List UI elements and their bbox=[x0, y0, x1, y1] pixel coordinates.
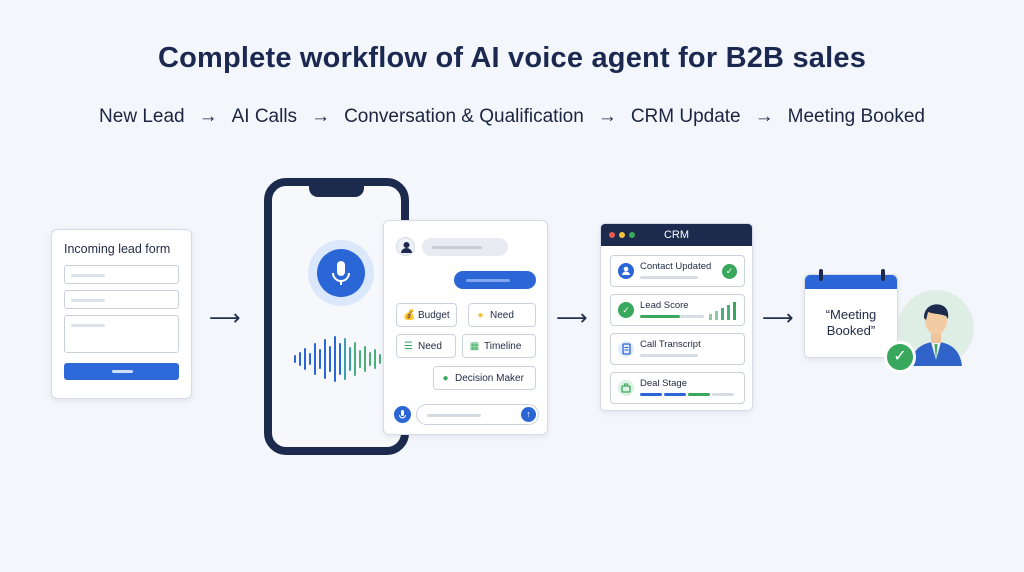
lightbulb-icon: ● bbox=[477, 309, 484, 321]
microphone-icon[interactable] bbox=[317, 249, 365, 297]
calendar-ring-icon bbox=[881, 269, 885, 281]
lead-form-card: Incoming lead form bbox=[51, 229, 192, 399]
crm-panel: CRM Contact Updated ✓ ✓ Lead Score Call … bbox=[600, 223, 753, 411]
document-icon bbox=[618, 341, 634, 357]
step-crm-update: CRM Update bbox=[630, 106, 741, 127]
calendar-header bbox=[805, 275, 897, 289]
step-arrow-icon: → bbox=[198, 106, 218, 127]
chip-budget[interactable]: 💰 Budget bbox=[396, 303, 457, 327]
step-arrow-icon: → bbox=[754, 106, 774, 127]
crm-item-call-transcript[interactable]: Call Transcript bbox=[610, 333, 745, 365]
form-textarea[interactable] bbox=[64, 315, 179, 353]
step-arrow-icon: → bbox=[597, 106, 617, 127]
chat-panel: 💰 Budget ● Need ☰ Need ▦ Timeline ● Deci… bbox=[383, 220, 548, 435]
workflow-steps: New Lead → AI Calls → Conversation & Qua… bbox=[0, 106, 1024, 128]
page-title: Complete workflow of AI voice agent for … bbox=[157, 42, 867, 74]
crm-item-lead-score[interactable]: ✓ Lead Score bbox=[610, 294, 745, 326]
person-icon: ● bbox=[442, 372, 449, 384]
calendar-icon: ▦ bbox=[469, 340, 480, 352]
crm-item-contact-updated[interactable]: Contact Updated ✓ bbox=[610, 255, 745, 287]
maximize-dot-icon bbox=[629, 232, 635, 238]
phone-notch bbox=[309, 184, 364, 197]
chip-decision-maker[interactable]: ● Decision Maker bbox=[433, 366, 536, 390]
arrow-icon: ⟶ bbox=[762, 305, 794, 330]
chat-input[interactable]: ↑ bbox=[416, 404, 539, 425]
crm-item-deal-stage[interactable]: Deal Stage bbox=[610, 372, 745, 404]
close-dot-icon bbox=[609, 232, 615, 238]
arrow-icon: ⟶ bbox=[209, 305, 241, 330]
step-ai-calls: AI Calls bbox=[231, 106, 298, 127]
step-conversation: Conversation & Qualification bbox=[344, 106, 584, 127]
contact-icon bbox=[618, 263, 634, 279]
bar-chart-icon bbox=[709, 302, 736, 320]
incoming-message bbox=[422, 238, 508, 256]
chip-timeline[interactable]: ▦ Timeline bbox=[462, 334, 536, 358]
chip-need-list[interactable]: ☰ Need bbox=[396, 334, 456, 358]
minimize-dot-icon bbox=[619, 232, 625, 238]
outgoing-message bbox=[454, 271, 536, 289]
arrow-icon: ⟶ bbox=[556, 305, 588, 330]
money-bag-icon: 💰 bbox=[403, 309, 416, 321]
chat-mic-icon[interactable] bbox=[394, 406, 411, 423]
crm-title: CRM bbox=[663, 229, 690, 241]
step-arrow-icon: → bbox=[311, 106, 331, 127]
submit-button[interactable] bbox=[64, 363, 179, 380]
list-icon: ☰ bbox=[404, 340, 413, 352]
send-arrow-icon[interactable]: ↑ bbox=[521, 407, 536, 422]
person-icon bbox=[910, 304, 962, 366]
step-new-lead: New Lead bbox=[99, 106, 185, 127]
voice-waveform-icon bbox=[294, 336, 381, 382]
chip-need[interactable]: ● Need bbox=[468, 303, 536, 327]
briefcase-icon bbox=[618, 380, 634, 396]
form-field[interactable] bbox=[64, 290, 179, 309]
step-meeting-booked: Meeting Booked bbox=[787, 106, 925, 127]
form-field[interactable] bbox=[64, 265, 179, 284]
check-circle-icon: ✓ bbox=[618, 302, 634, 318]
calendar-ring-icon bbox=[819, 269, 823, 281]
lead-form-title: Incoming lead form bbox=[64, 242, 171, 256]
check-icon: ✓ bbox=[722, 264, 737, 279]
crm-titlebar: CRM bbox=[601, 224, 752, 246]
user-avatar-icon bbox=[396, 237, 415, 256]
check-circle-icon: ✓ bbox=[884, 341, 916, 373]
